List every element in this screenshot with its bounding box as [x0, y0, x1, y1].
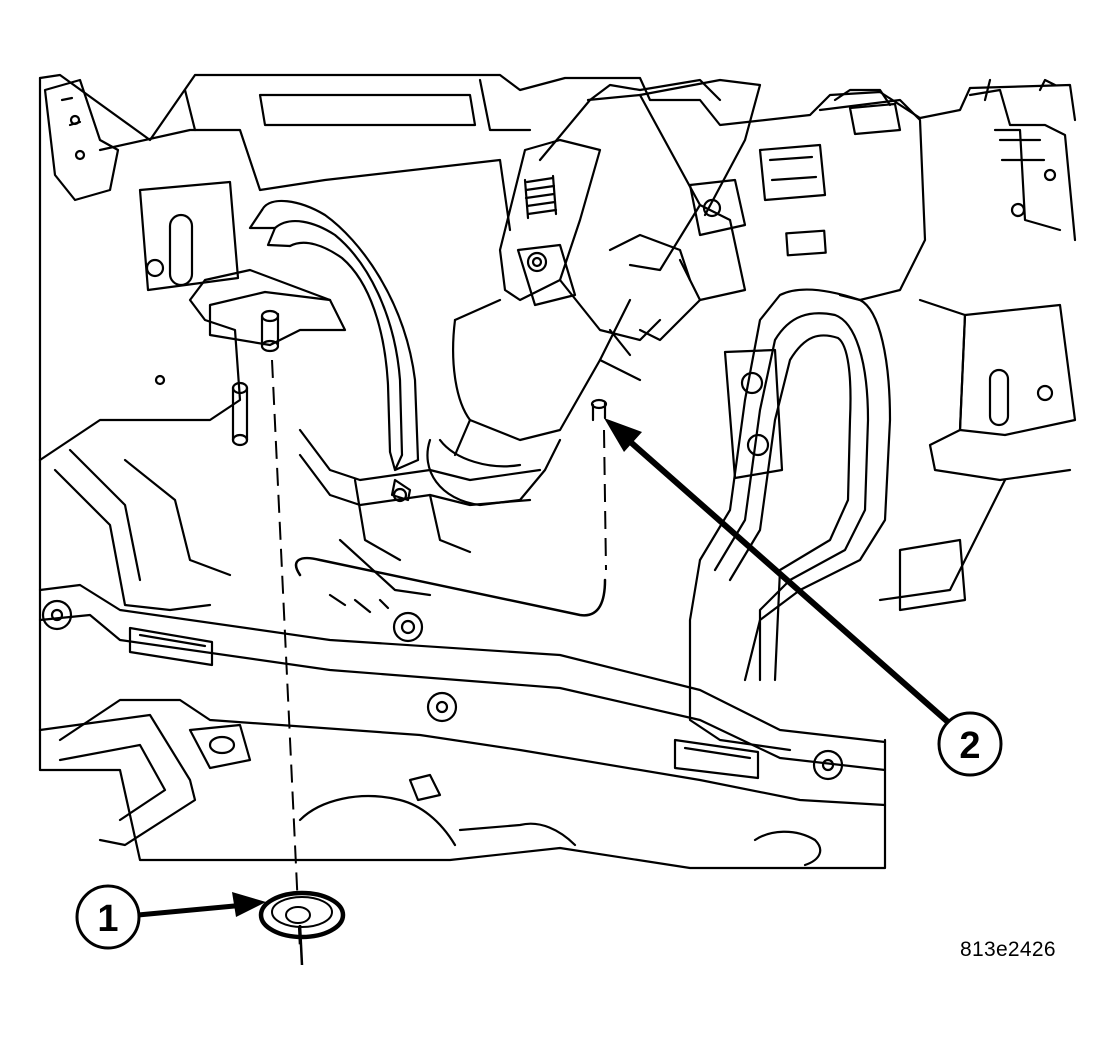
figure-id-label: 813e2426 — [960, 938, 1056, 961]
mounting-nuts — [41, 599, 844, 781]
dash-line-fastener-2 — [603, 429, 607, 571]
detached-nut-fastener — [258, 890, 346, 966]
callout-1 — [75, 884, 266, 950]
instrument-panel-structure — [38, 73, 1077, 870]
callout-2 — [604, 418, 1003, 777]
exploded-view-guides — [271, 359, 607, 951]
dash-line-fastener-1 — [271, 359, 301, 951]
callout-1-label: 1 — [97, 898, 118, 940]
return-spring — [523, 174, 558, 220]
callout-2-label: 2 — [959, 725, 980, 767]
